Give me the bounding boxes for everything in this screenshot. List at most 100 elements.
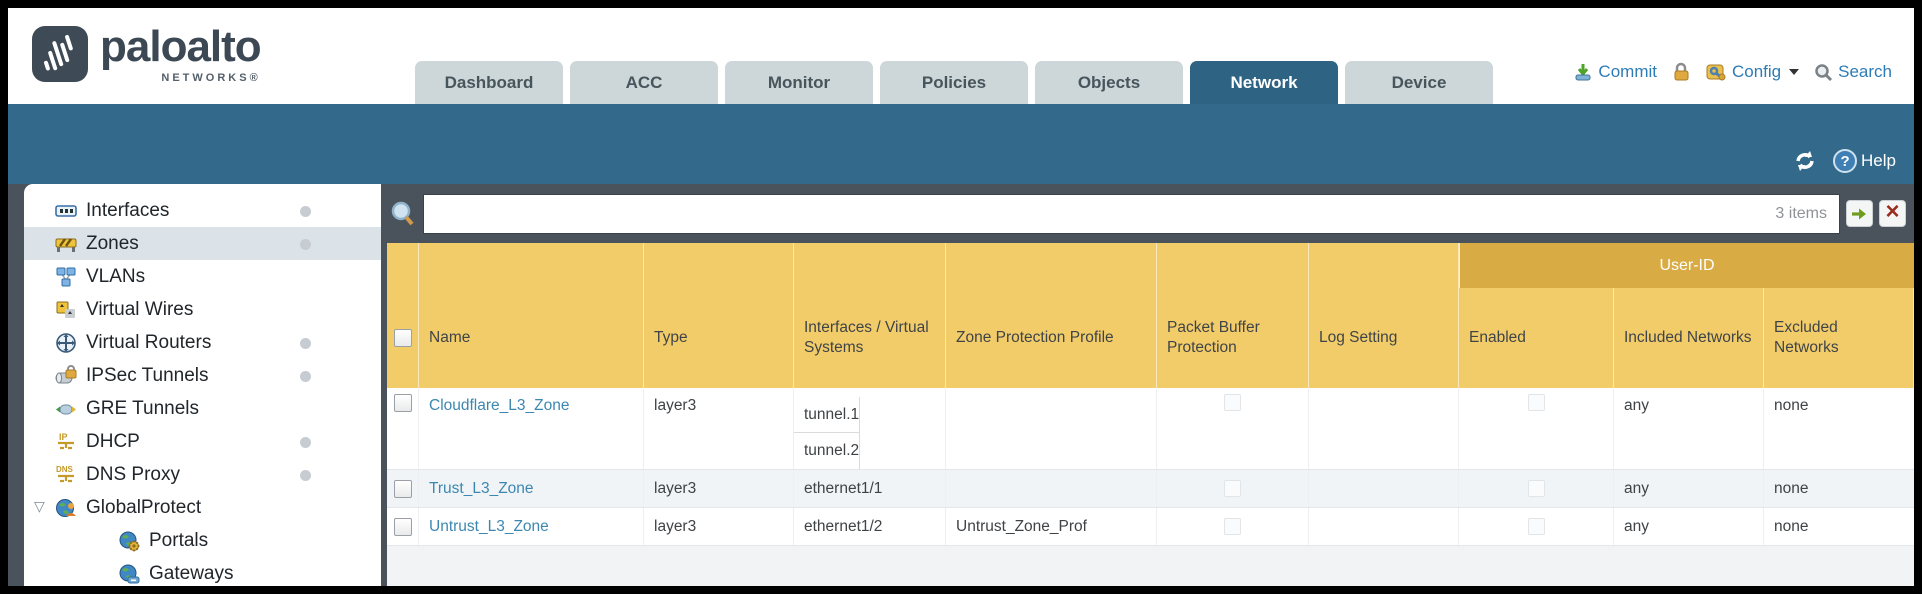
dhcp-icon: IP xyxy=(55,431,77,453)
zone-type: layer3 xyxy=(644,508,794,545)
filter-input[interactable] xyxy=(424,194,1776,233)
sidebar-item-gateways[interactable]: Gateways xyxy=(24,557,381,586)
utility-links: Commit xyxy=(1573,62,1892,82)
sidebar-item-portals[interactable]: Portals xyxy=(24,524,381,557)
vlans-icon xyxy=(55,266,77,288)
row-checkbox[interactable] xyxy=(393,517,412,536)
zone-protection-profile xyxy=(946,470,1157,507)
zone-interfaces: ethernet1/2 xyxy=(794,508,946,545)
lock-icon xyxy=(1672,62,1690,82)
filter-input-box: 3 items xyxy=(423,193,1840,234)
top-bar: paloalto NETWORKS® Dashboard ACC Monitor… xyxy=(8,8,1914,104)
tab-network[interactable]: Network xyxy=(1190,61,1338,104)
sidebar-item-vlans[interactable]: VLANs xyxy=(24,260,381,293)
table-header: Name Type Interfaces / Virtual Systems Z… xyxy=(387,243,1914,388)
portals-icon xyxy=(118,530,140,552)
green-arrow-icon xyxy=(1852,208,1866,219)
config-caret-icon xyxy=(1789,69,1800,75)
user-id-enabled-checkbox xyxy=(1527,480,1545,497)
col-log-setting[interactable]: Log Setting xyxy=(1309,243,1459,388)
help-icon: ? xyxy=(1833,149,1858,173)
refresh-icon[interactable] xyxy=(1791,148,1819,174)
tab-monitor[interactable]: Monitor xyxy=(725,61,873,104)
sidebar-item-ipsec-tunnels[interactable]: IPSec Tunnels xyxy=(24,359,381,392)
help-button[interactable]: ? Help xyxy=(1833,149,1896,173)
tab-acc[interactable]: ACC xyxy=(570,61,718,104)
col-type[interactable]: Type xyxy=(644,243,794,388)
included-networks: any xyxy=(1614,508,1764,545)
zone-name-link[interactable]: Cloudflare_L3_Zone xyxy=(429,397,570,414)
help-label: Help xyxy=(1861,151,1896,170)
main-tabs: Dashboard ACC Monitor Policies Objects N… xyxy=(415,61,1493,104)
search-icon xyxy=(1814,63,1833,82)
paloalto-logo: paloalto NETWORKS® xyxy=(32,22,262,84)
zone-type: layer3 xyxy=(644,470,794,507)
col-zone-protection-profile[interactable]: Zone Protection Profile xyxy=(946,243,1157,388)
col-interfaces[interactable]: Interfaces / Virtual Systems xyxy=(794,243,946,388)
log-setting xyxy=(1309,508,1459,545)
config-icon xyxy=(1705,62,1727,82)
interface-entry: tunnel.2 xyxy=(794,433,861,469)
tab-dashboard[interactable]: Dashboard xyxy=(415,61,563,104)
paloalto-logo-icon xyxy=(32,26,88,82)
table-row: Trust_L3_Zone layer3 ethernet1/1 any non… xyxy=(387,470,1914,508)
select-all-checkbox[interactable] xyxy=(393,329,412,347)
col-enabled[interactable]: Enabled xyxy=(1459,243,1614,388)
user-id-group-header: User-ID xyxy=(1459,243,1914,288)
excluded-networks: none xyxy=(1774,397,1809,414)
expand-caret-icon[interactable]: ▽ xyxy=(34,497,45,514)
globalprotect-icon xyxy=(55,497,77,519)
status-dot xyxy=(300,205,311,217)
clear-filter-button[interactable]: × xyxy=(1879,200,1906,227)
gateways-icon xyxy=(118,563,140,585)
included-networks: any xyxy=(1614,388,1764,469)
sidebar-item-globalprotect[interactable]: ▽ GlobalProtect xyxy=(34,496,202,519)
zones-main-panel: 3 items × Name Type Interfaces / xyxy=(387,184,1914,586)
log-setting xyxy=(1309,470,1459,507)
content-area: Interfaces Zones VLANs xyxy=(8,184,1914,586)
sidebar-item-virtual-routers[interactable]: Virtual Routers xyxy=(24,326,381,359)
search-button[interactable]: Search xyxy=(1814,62,1892,82)
zone-name-link[interactable]: Trust_L3_Zone xyxy=(429,479,534,497)
sidebar-item-virtual-wires[interactable]: Virtual Wires xyxy=(24,293,381,326)
status-dot xyxy=(300,436,311,448)
tab-device[interactable]: Device xyxy=(1345,61,1493,104)
item-count: 3 items xyxy=(1775,204,1827,222)
table-row: Cloudflare_L3_Zone layer3 tunnel.1 tunne… xyxy=(387,388,1914,470)
network-sidebar: Interfaces Zones VLANs xyxy=(24,184,381,586)
red-x-icon: × xyxy=(1885,198,1900,225)
status-dot xyxy=(300,370,311,382)
col-included-networks[interactable]: Included Networks xyxy=(1614,243,1764,388)
ipsec-tunnels-icon xyxy=(55,364,77,387)
excluded-networks: none xyxy=(1774,517,1809,535)
interface-entry: tunnel.1 xyxy=(794,397,861,433)
commit-button[interactable]: Commit xyxy=(1573,62,1657,82)
brand-sub: NETWORKS® xyxy=(161,71,261,84)
sidebar-item-zones[interactable]: Zones xyxy=(24,227,381,260)
col-excluded-networks[interactable]: Excluded Networks xyxy=(1764,243,1914,388)
user-id-enabled-checkbox xyxy=(1527,518,1545,535)
col-name[interactable]: Name xyxy=(419,243,644,388)
row-checkbox[interactable] xyxy=(393,394,412,412)
config-menu-button[interactable]: Config xyxy=(1705,62,1800,82)
svg-text:DNS: DNS xyxy=(56,465,74,474)
sidebar-item-interfaces[interactable]: Interfaces xyxy=(24,194,381,227)
zones-icon xyxy=(55,233,77,255)
dns-proxy-icon: DNS xyxy=(55,464,77,486)
tab-policies[interactable]: Policies xyxy=(880,61,1028,104)
row-checkbox[interactable] xyxy=(393,479,412,498)
apply-filter-button[interactable] xyxy=(1846,200,1873,227)
virtual-routers-icon xyxy=(55,332,77,354)
brand-wordmark: paloalto xyxy=(100,22,262,71)
sidebar-item-dhcp[interactable]: IP DHCP xyxy=(24,425,381,458)
sidebar-item-gre-tunnels[interactable]: GRE Tunnels xyxy=(24,392,381,425)
zone-name-link[interactable]: Untrust_L3_Zone xyxy=(429,517,549,535)
col-packet-buffer-protection[interactable]: Packet Buffer Protection xyxy=(1157,243,1309,388)
lock-button[interactable] xyxy=(1672,62,1690,82)
tab-objects[interactable]: Objects xyxy=(1035,61,1183,104)
virtual-wires-icon xyxy=(55,299,77,321)
sidebar-item-dns-proxy[interactable]: DNS DNS Proxy xyxy=(24,458,381,491)
filter-bar: 3 items × xyxy=(387,184,1914,243)
zone-interfaces: tunnel.1 tunnel.2 xyxy=(794,388,946,469)
commit-icon xyxy=(1573,62,1593,82)
